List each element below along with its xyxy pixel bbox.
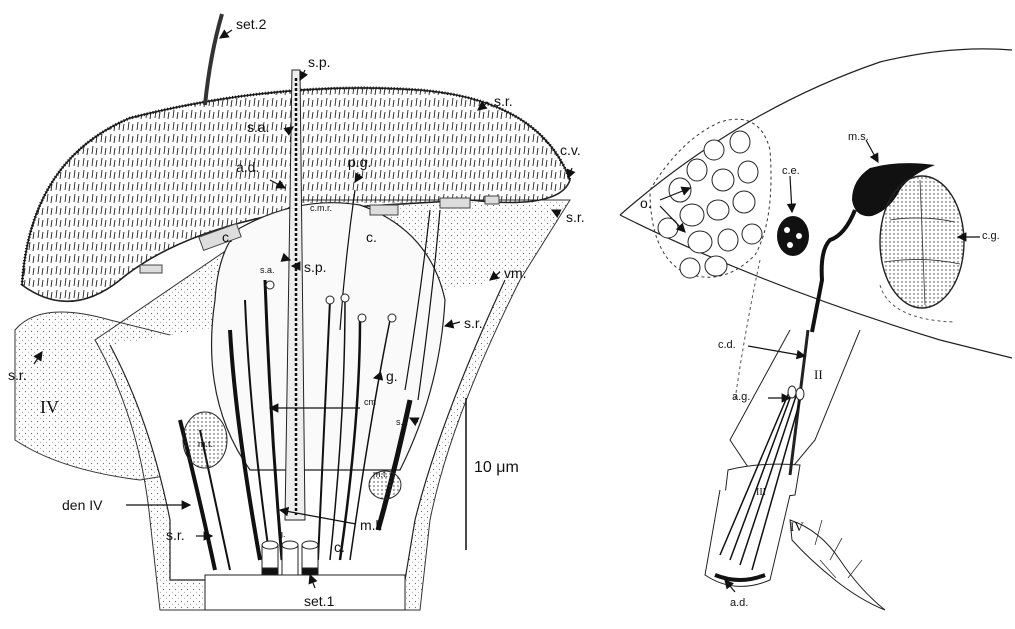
label-sr-bottom: s.r. [166, 528, 185, 542]
label-iv: IV [790, 520, 804, 533]
label-iv-left: IV [40, 398, 59, 416]
label-ii: II [814, 368, 823, 381]
label-sr-mid-right: s.r. [464, 316, 483, 330]
label-c-center: c. [366, 230, 377, 244]
label-set1: set.1 [304, 594, 334, 608]
label-ml: m.l. [360, 518, 383, 532]
label-vm: vm. [504, 266, 527, 280]
antenna-iv-appendage [790, 520, 885, 610]
label-pg: p.g. [348, 155, 371, 169]
label-ce: c.e. [782, 166, 800, 177]
label-ad-left: a.d. [236, 160, 259, 174]
label-c-left: c. [222, 230, 233, 244]
label-sr-top: s.r. [494, 94, 513, 108]
right-panel-drawing [620, 49, 1012, 610]
label-o: o. [640, 196, 652, 210]
label-ag: a.g. [732, 392, 750, 403]
label-set2: set.2 [236, 17, 266, 31]
label-g-mid: g. [386, 369, 398, 383]
label-sr-inner: s.r. [396, 418, 408, 427]
antenna-ii [730, 330, 860, 485]
label-mt-right: m.t. [373, 470, 388, 479]
label-cm: cm [364, 398, 376, 407]
label-sp-mid: s.p. [304, 260, 327, 274]
label-den-iv: den IV [62, 498, 102, 512]
label-sr-right: s.r. [566, 210, 585, 224]
antenna-iii [705, 490, 790, 586]
label-sr-left: s.r. [8, 368, 27, 382]
label-ad-right: a.d. [730, 598, 748, 609]
label-cv: c.v. [560, 143, 581, 157]
ce-organ [777, 216, 809, 256]
label-c-bottom: c. [334, 540, 345, 554]
left-panel-drawing [15, 14, 572, 610]
label-iii: III [756, 488, 766, 498]
label-sa-top: s.a. [247, 120, 270, 134]
cg-organ [880, 176, 964, 308]
label-sa-mid: s.a. [260, 266, 275, 275]
label-cg: c.g. [982, 231, 1000, 242]
label-ms: m.s. [848, 132, 869, 143]
label-g-bottom: g. [278, 530, 286, 539]
label-mt-left: m.t. [198, 440, 213, 449]
label-cmr: c.m.r. [310, 204, 332, 213]
label-scale: 10 μm [474, 460, 519, 476]
label-cd: c.d. [718, 340, 736, 351]
label-sp-top: s.p. [308, 55, 331, 69]
